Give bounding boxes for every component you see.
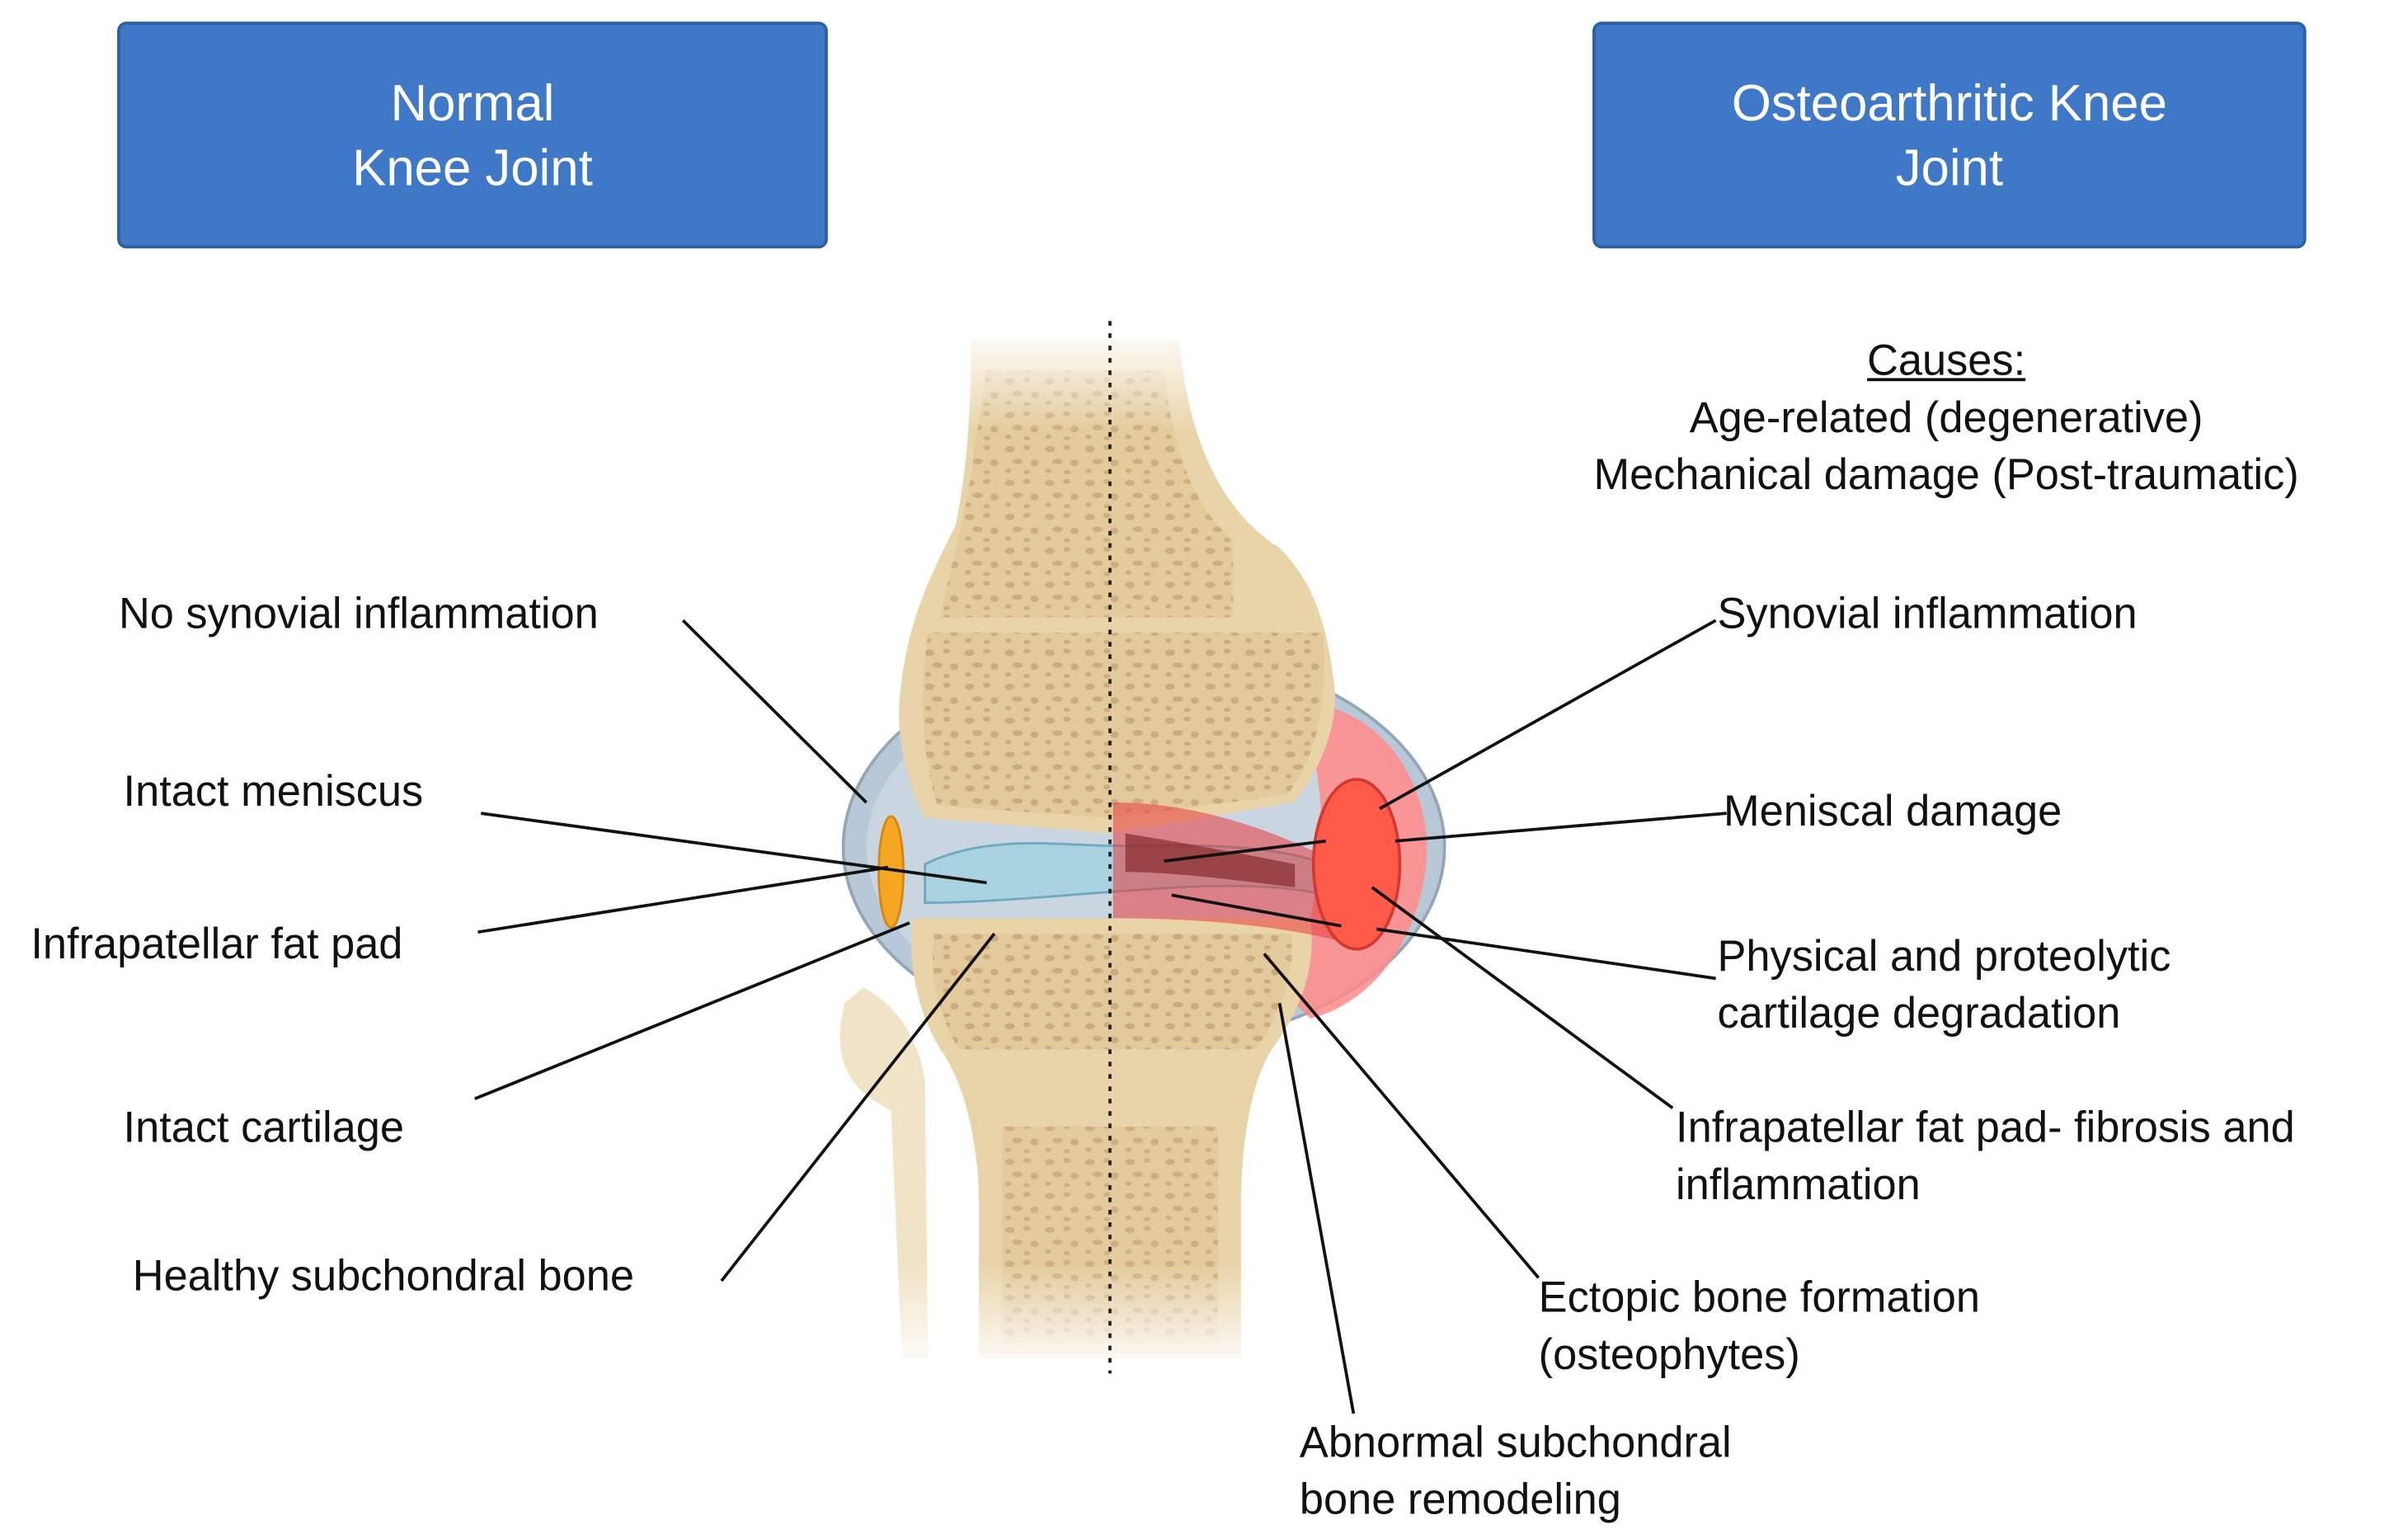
label-ectopic-bone-formation: Ectopic bone formation (osteophytes) xyxy=(1539,1268,1980,1382)
causes-title: Causes: xyxy=(1867,336,2026,384)
leader-line xyxy=(474,921,910,1101)
label-meniscal-damage: Meniscal damage xyxy=(1723,787,2062,835)
leader-line xyxy=(1263,953,1540,1279)
label-remodel-line2: bone remodeling xyxy=(1299,1475,1621,1523)
leader-line xyxy=(477,865,889,934)
cause-item: Mechanical damage (Post-traumatic) xyxy=(1593,450,2299,499)
label-remodel-line1: Abnormal subchondral xyxy=(1299,1418,1732,1466)
label-cartilage-degradation: Physical and proteolytic cartilage degra… xyxy=(1718,928,2171,1042)
leader-line xyxy=(681,619,868,804)
fat-pad-inflamed xyxy=(1311,778,1402,951)
causes-block: Causes: Age-related (degenerative) Mecha… xyxy=(1526,332,2367,503)
label-fat-pad-fibrosis: Infrapatellar fat pad- fibrosis and infl… xyxy=(1676,1099,2295,1212)
leader-line xyxy=(480,812,987,885)
leader-line xyxy=(1164,839,1326,863)
oa-header-line1: Osteoarthritic Knee xyxy=(1731,73,2167,131)
label-fat-pad-fibrosis-line1: Infrapatellar fat pad- fibrosis and xyxy=(1676,1103,2295,1151)
oa-knee-header: Osteoarthritic Knee Joint xyxy=(1592,21,2307,249)
normal-header-line1: Normal xyxy=(390,73,555,131)
oa-header-line2: Joint xyxy=(1895,138,2004,195)
label-ectopic-line2: (osteophytes) xyxy=(1538,1329,1800,1378)
label-intact-cartilage: Intact cartilage xyxy=(123,1103,404,1151)
leader-line xyxy=(1277,1002,1356,1414)
leader-line xyxy=(1379,619,1717,811)
normal-knee-header: Normal Knee Joint xyxy=(117,21,828,249)
label-infrapatellar-fat-pad: Infrapatellar fat pad xyxy=(31,920,403,968)
label-no-synovial-inflammation: No synovial inflammation xyxy=(118,589,599,638)
label-abnormal-remodeling: Abnormal subchondral bone remodeling xyxy=(1300,1414,1732,1527)
leader-line xyxy=(1371,886,1674,1110)
label-cartilage-degradation-line1: Physical and proteolytic xyxy=(1717,932,2171,981)
normal-header-line2: Knee Joint xyxy=(352,138,593,195)
label-intact-meniscus: Intact meniscus xyxy=(123,766,424,815)
leader-line xyxy=(1394,812,1727,843)
label-fat-pad-fibrosis-line2: inflammation xyxy=(1676,1160,1921,1209)
label-synovial-inflammation: Synovial inflammation xyxy=(1717,589,2138,638)
leader-line xyxy=(1171,893,1342,928)
label-ectopic-line1: Ectopic bone formation xyxy=(1538,1273,1981,1321)
leader-line xyxy=(720,932,996,1282)
cause-item: Age-related (degenerative) xyxy=(1689,393,2203,442)
label-healthy-subchondral-bone: Healthy subchondral bone xyxy=(132,1251,634,1300)
label-cartilage-degradation-line2: cartilage degradation xyxy=(1717,989,2121,1038)
leader-line xyxy=(1376,927,1716,981)
